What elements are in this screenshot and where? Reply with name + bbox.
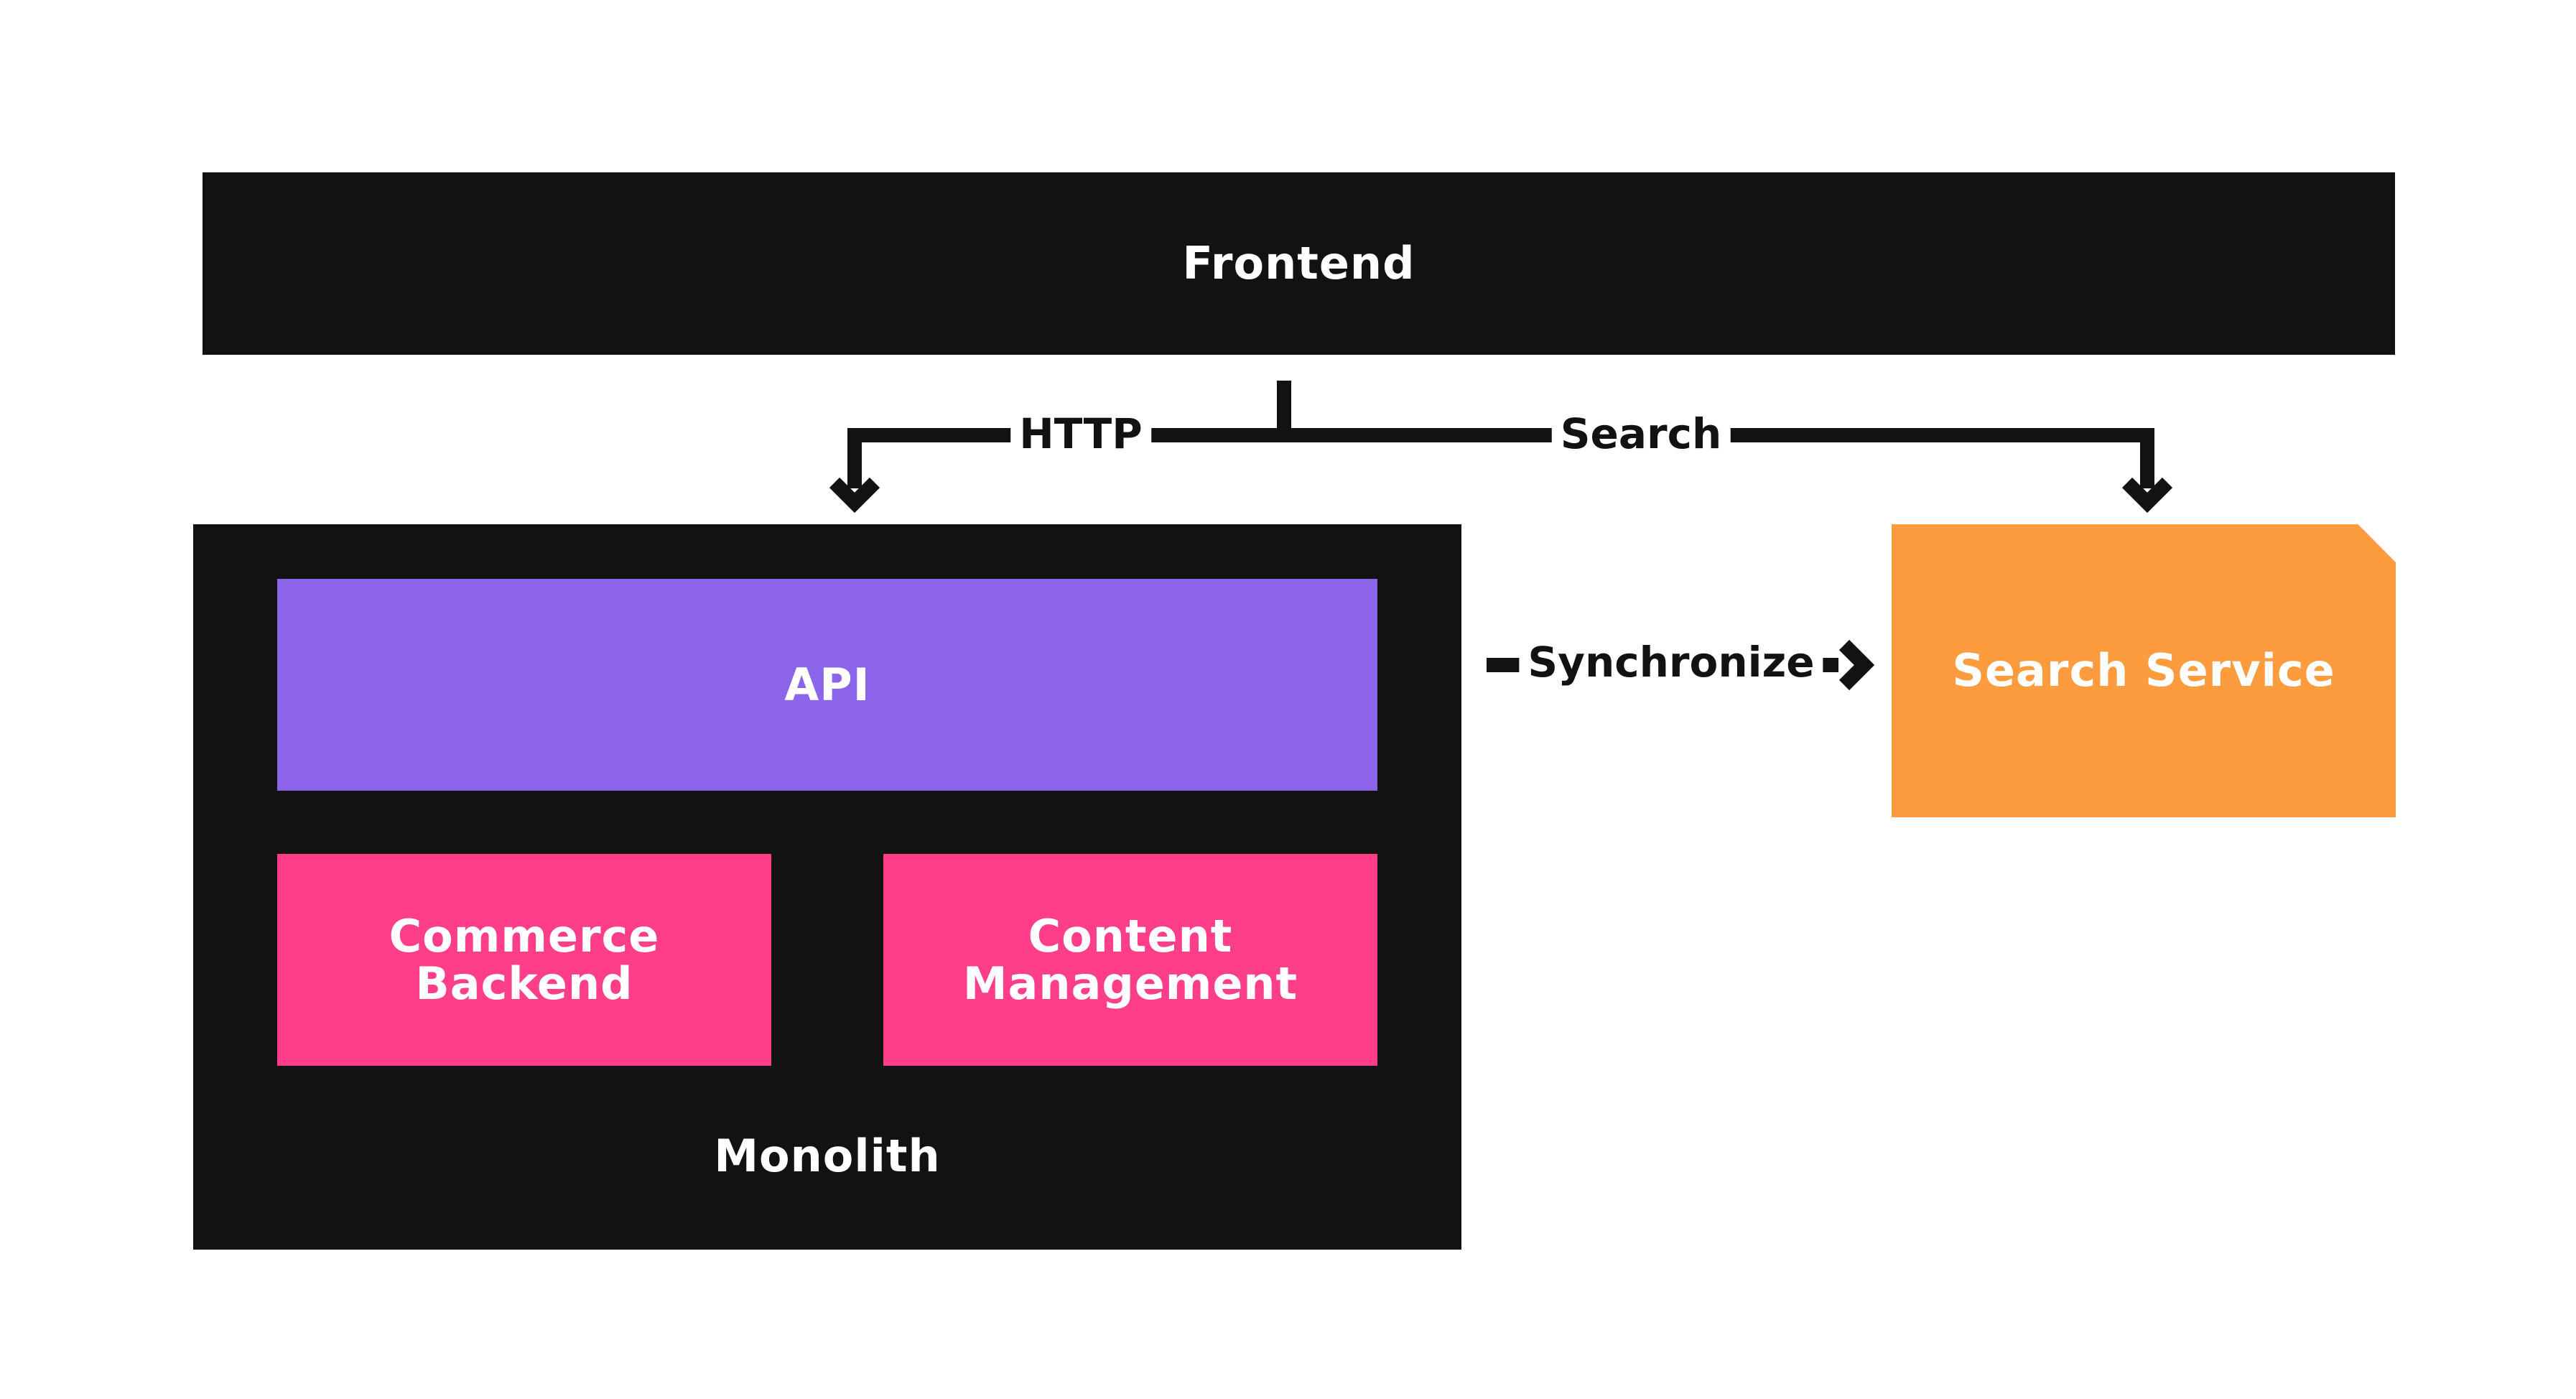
http-arrowhead: [829, 477, 880, 513]
search-arrowhead: [2121, 477, 2173, 513]
monolith-label: Monolith: [714, 1130, 941, 1183]
search-service-node: Search Service: [1892, 524, 2396, 817]
frontend-node: Frontend: [203, 172, 2395, 355]
content-management-label: Content Management: [962, 910, 1298, 1010]
search-edge-label: Search: [1551, 413, 1731, 455]
commerce-backend-label: Commerce Backend: [389, 910, 660, 1010]
commerce-backend-node: Commerce Backend: [277, 854, 771, 1066]
http-edge-label: HTTP: [1010, 413, 1151, 455]
frontend-label: Frontend: [1182, 237, 1415, 290]
api-label: API: [784, 658, 870, 711]
search-service-label: Search Service: [1952, 644, 2335, 697]
api-node: API: [277, 579, 1377, 791]
content-management-node: Content Management: [883, 854, 1377, 1066]
synchronize-arrowhead: [1838, 639, 1875, 691]
synchronize-edge-label: Synchronize: [1519, 641, 1823, 683]
